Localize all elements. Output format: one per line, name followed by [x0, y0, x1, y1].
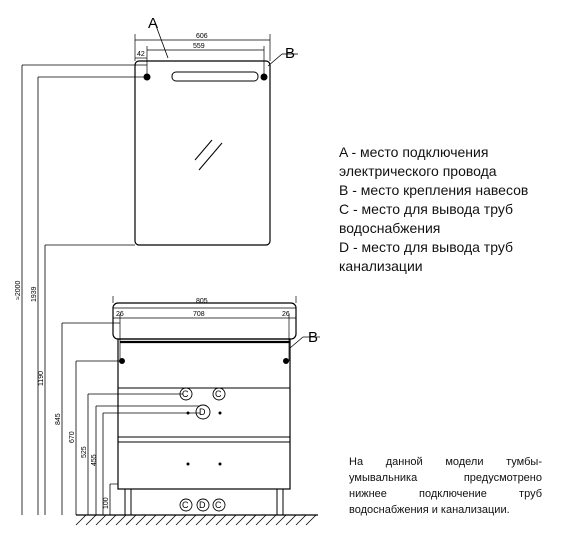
- dim-cab-inner: 708: [193, 311, 205, 318]
- dim-top-inner: 559: [193, 43, 205, 50]
- dim-top-width: 606: [196, 33, 208, 40]
- dim-h1939: 1939: [31, 286, 38, 302]
- dim-h1190: 1190: [38, 371, 45, 386]
- legend-line: канализации: [339, 258, 423, 274]
- dim-cab-right: 26: [282, 311, 290, 318]
- dim-h670: 670: [69, 431, 76, 443]
- note: На данной модели тумбы- умывальника пред…: [349, 454, 542, 518]
- lamp-slot: [171, 71, 259, 82]
- legend-line: электрического провода: [339, 163, 497, 179]
- note-line: нижнее подключение труб: [349, 488, 542, 500]
- note-line: водоснабжения и канализации.: [349, 504, 510, 516]
- label-b-cabinet: B: [308, 329, 318, 346]
- glare-line: [194, 139, 213, 161]
- pipe-label-c: C: [215, 389, 222, 399]
- glare-line: [198, 142, 223, 171]
- pipe-label-c: C: [182, 389, 189, 399]
- dim-h455: 455: [91, 454, 98, 466]
- legend-line: B - место крепления навесов: [339, 182, 529, 198]
- legend-line: D - место для вывода труб: [339, 239, 514, 255]
- note-line: На данной модели тумбы-: [349, 456, 542, 468]
- dim-h100: 100: [103, 497, 110, 509]
- legend: A - место подключения электрического про…: [339, 143, 564, 276]
- vanity-top: [112, 302, 297, 340]
- legend-line: A - место подключения: [339, 144, 489, 160]
- dim-h845: 845: [55, 413, 62, 425]
- pipe-label-d: D: [199, 407, 206, 417]
- label-a: A: [148, 15, 158, 32]
- vanity-cabinet: [117, 338, 291, 490]
- pipe-label-d: D: [199, 500, 206, 510]
- pipe-label-c: C: [215, 500, 222, 510]
- dim-cab-left: 26: [116, 311, 124, 318]
- pipe-label-c: C: [182, 500, 189, 510]
- dim-h525: 525: [81, 446, 88, 458]
- legend-line: водоснабжения: [339, 220, 441, 236]
- legend-line: C - место для вывода труб: [339, 201, 514, 217]
- mirror-cabinet: [134, 60, 271, 246]
- dim-top-offset: 42: [137, 51, 145, 58]
- dim-h2000: ≈2000: [15, 280, 22, 300]
- note-line: умывальника предусмотрено: [349, 472, 542, 484]
- label-b-mirror: B: [285, 45, 295, 62]
- dim-cab-width: 805: [196, 298, 208, 305]
